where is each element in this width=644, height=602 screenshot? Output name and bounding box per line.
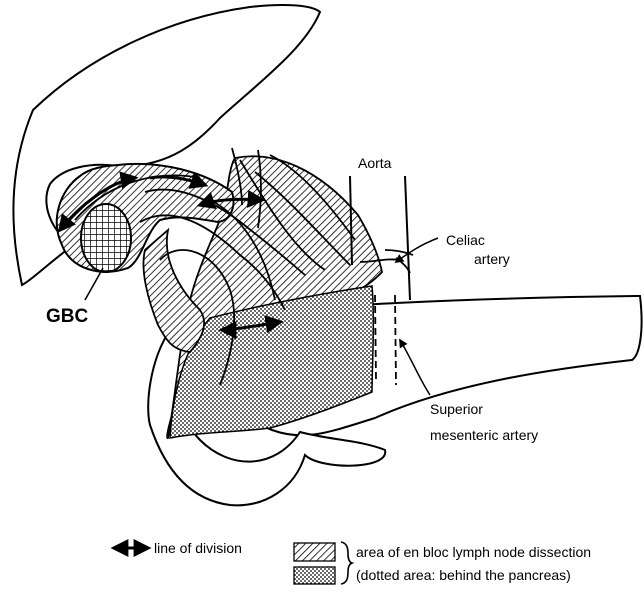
legend-brace	[341, 542, 352, 584]
legend-division-label: line of division	[154, 540, 242, 556]
dotted-swatch	[294, 567, 335, 584]
aorta-label: Aorta	[358, 155, 392, 171]
legend: line of division area of en bloc lymph n…	[114, 540, 591, 584]
sma-label-line1: Superior	[430, 401, 483, 417]
diagonal-hatch-swatch	[294, 543, 335, 561]
legend-dotted-label: (dotted area: behind the pancreas)	[356, 567, 571, 583]
sma-label-line2: mesenteric artery	[430, 427, 538, 443]
tumor-gbc-mass	[81, 204, 131, 272]
legend-dissection-label: area of en bloc lymph node dissection	[356, 544, 591, 560]
gbc-label: GBC	[46, 306, 89, 327]
celiac-artery-label-line2: artery	[474, 251, 510, 267]
celiac-artery-label-line1: Celiac	[446, 232, 485, 248]
